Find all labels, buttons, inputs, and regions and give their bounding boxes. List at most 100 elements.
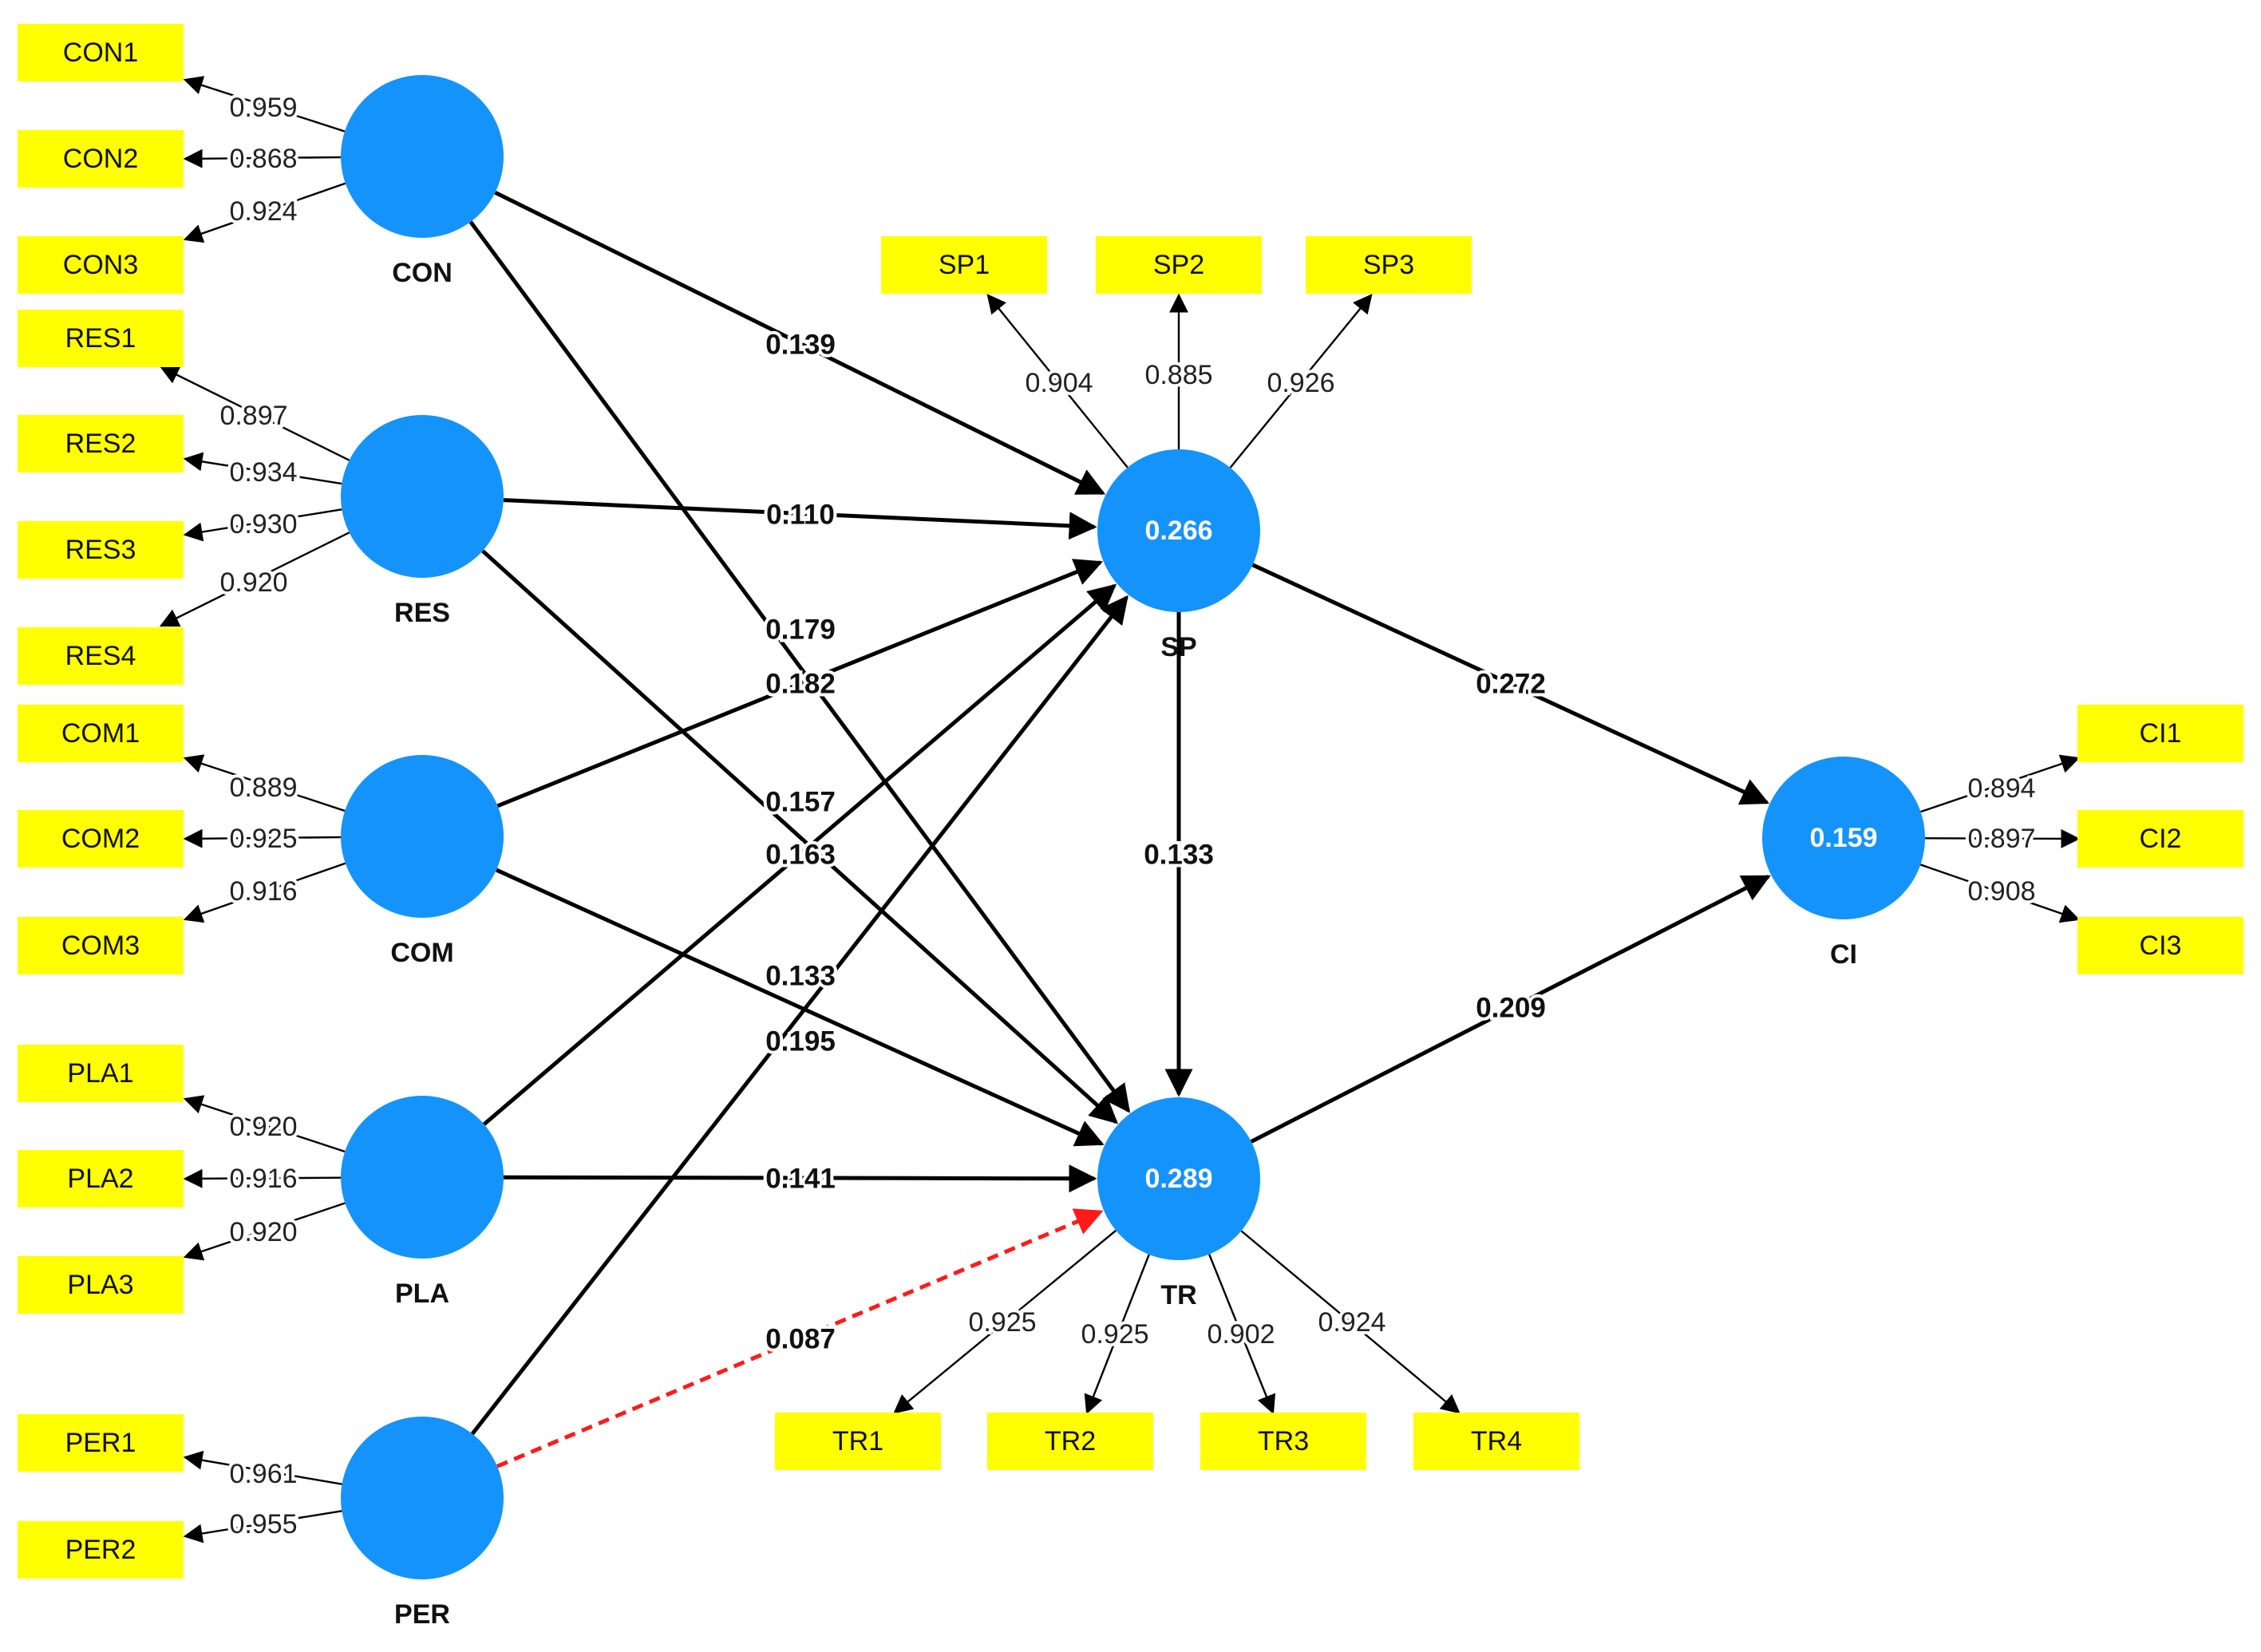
- indicator-box: [18, 1256, 184, 1314]
- construct-label: COM: [390, 938, 453, 968]
- indicator-res3[interactable]: RES3: [18, 521, 184, 579]
- indicator-per1[interactable]: PER1: [18, 1414, 184, 1472]
- indicator-sp3[interactable]: SP3: [1306, 236, 1472, 294]
- loading-arrow-con2: [183, 148, 342, 168]
- indicator-con2[interactable]: CON2: [18, 130, 184, 188]
- loading-value-res2: 0.934: [229, 457, 297, 488]
- loading-value-res1: 0.897: [219, 401, 287, 431]
- loading-arrow-per1: [183, 1450, 342, 1485]
- construct-res[interactable]: RES: [341, 415, 504, 628]
- indicator-box: [18, 627, 184, 685]
- indicator-sp2[interactable]: SP2: [1096, 236, 1262, 294]
- loading-value-tr1: 0.925: [968, 1307, 1036, 1338]
- outer-loadings-layer: 0.9590.8680.9240.8970.9340.9300.9200.889…: [159, 76, 2081, 1543]
- indicator-label: SP1: [939, 250, 990, 280]
- indicator-label: CI2: [2140, 824, 2182, 854]
- indicator-com2[interactable]: COM2: [18, 810, 184, 867]
- indicator-com1[interactable]: COM1: [18, 705, 184, 762]
- indicator-label: TR2: [1045, 1426, 1096, 1456]
- indicator-res1[interactable]: RES1: [18, 310, 184, 367]
- loading-value-con2: 0.868: [229, 144, 297, 174]
- path-arrow-res-to-sp: [503, 498, 1097, 540]
- construct-pla[interactable]: PLA: [341, 1096, 504, 1309]
- loading-arrow-ci2: [1924, 828, 2081, 848]
- indicator-label: PER1: [65, 1428, 136, 1458]
- indicator-per2[interactable]: PER2: [18, 1521, 184, 1579]
- indicator-box: [18, 24, 184, 81]
- indicator-label: CON2: [63, 144, 138, 174]
- indicator-ci2[interactable]: CI2: [2077, 810, 2243, 867]
- loading-value-sp2: 0.885: [1144, 360, 1212, 390]
- indicator-box: [18, 917, 184, 974]
- loading-value-per1: 0.961: [229, 1459, 297, 1489]
- indicator-box: [1413, 1413, 1579, 1470]
- construct-con[interactable]: CON: [341, 75, 504, 288]
- path-arrow-res-to-tr: [481, 549, 1118, 1124]
- construct-per[interactable]: PER: [341, 1417, 504, 1630]
- indicator-box: [18, 415, 184, 472]
- loading-arrow-tr3: [1208, 1254, 1276, 1415]
- loading-value-com1: 0.889: [229, 773, 297, 803]
- indicator-label: PLA1: [67, 1058, 133, 1089]
- construct-circle: [1097, 1097, 1260, 1260]
- path-coefficients-layer: 0.1390.1790.1100.1570.1820.1330.1630.141…: [762, 326, 1549, 1358]
- indicator-label: RES4: [65, 641, 136, 671]
- indicator-box: [18, 236, 184, 294]
- indicator-pla1[interactable]: PLA1: [18, 1045, 184, 1102]
- loading-value-con1: 0.959: [229, 93, 297, 123]
- indicator-tr4[interactable]: TR4: [1413, 1413, 1579, 1470]
- r-squared-value: 0.289: [1144, 1164, 1212, 1194]
- construct-circle: [1762, 757, 1925, 919]
- loading-value-per2: 0.955: [229, 1509, 297, 1539]
- indicator-tr2[interactable]: TR2: [987, 1413, 1153, 1470]
- indicator-label: PER2: [65, 1535, 136, 1565]
- construct-circle: [1097, 449, 1260, 612]
- path-coefficient-con-to-sp: 0.139: [765, 330, 836, 361]
- path-arrow-con-to-sp: [494, 190, 1106, 496]
- path-coefficient-pla-to-sp: 0.163: [765, 840, 836, 871]
- loading-value-pla2: 0.916: [229, 1164, 297, 1194]
- loading-arrow-res4: [159, 532, 350, 627]
- indicator-pla3[interactable]: PLA3: [18, 1256, 184, 1314]
- indicator-box: [1306, 236, 1472, 294]
- loading-value-pla1: 0.920: [229, 1112, 297, 1142]
- indicator-sp1[interactable]: SP1: [881, 236, 1047, 294]
- path-coefficient-res-to-tr: 0.157: [765, 787, 836, 818]
- indicator-res2[interactable]: RES2: [18, 415, 184, 472]
- indicator-box: [987, 1413, 1153, 1470]
- indicator-label: RES2: [65, 429, 136, 459]
- path-coefficient-com-to-sp: 0.182: [765, 669, 836, 700]
- indicator-tr3[interactable]: TR3: [1200, 1413, 1366, 1470]
- loading-arrow-sp1: [986, 294, 1129, 468]
- indicator-label: SP3: [1363, 250, 1414, 280]
- construct-com[interactable]: COM: [341, 755, 504, 968]
- path-coefficient-res-to-sp: 0.110: [766, 500, 835, 531]
- indicator-box: [18, 810, 184, 867]
- indicator-label: CON1: [63, 38, 138, 68]
- path-arrow-tr-to-ci: [1250, 875, 1771, 1144]
- indicator-con3[interactable]: CON3: [18, 236, 184, 294]
- r-squared-value: 0.266: [1144, 516, 1212, 546]
- construct-label: TR: [1160, 1280, 1196, 1310]
- indicator-ci3[interactable]: CI3: [2077, 917, 2243, 974]
- indicator-ci1[interactable]: CI1: [2077, 705, 2243, 762]
- loading-arrow-com2: [183, 828, 342, 848]
- indicator-box: [2077, 917, 2243, 974]
- loading-arrow-com1: [183, 754, 346, 812]
- indicator-label: TR4: [1471, 1426, 1522, 1456]
- path-arrow-pla-to-tr: [503, 1164, 1097, 1193]
- indicator-pla2[interactable]: PLA2: [18, 1150, 184, 1207]
- construct-circle: [341, 415, 504, 578]
- loading-arrow-res2: [183, 452, 342, 485]
- indicator-res4[interactable]: RES4: [18, 627, 184, 685]
- indicator-con1[interactable]: CON1: [18, 24, 184, 81]
- indicator-tr1[interactable]: TR1: [775, 1413, 941, 1470]
- indicator-com3[interactable]: COM3: [18, 917, 184, 974]
- construct-circle: [341, 755, 504, 918]
- loading-arrow-pla3: [183, 1202, 346, 1261]
- construct-circle: [341, 1096, 504, 1259]
